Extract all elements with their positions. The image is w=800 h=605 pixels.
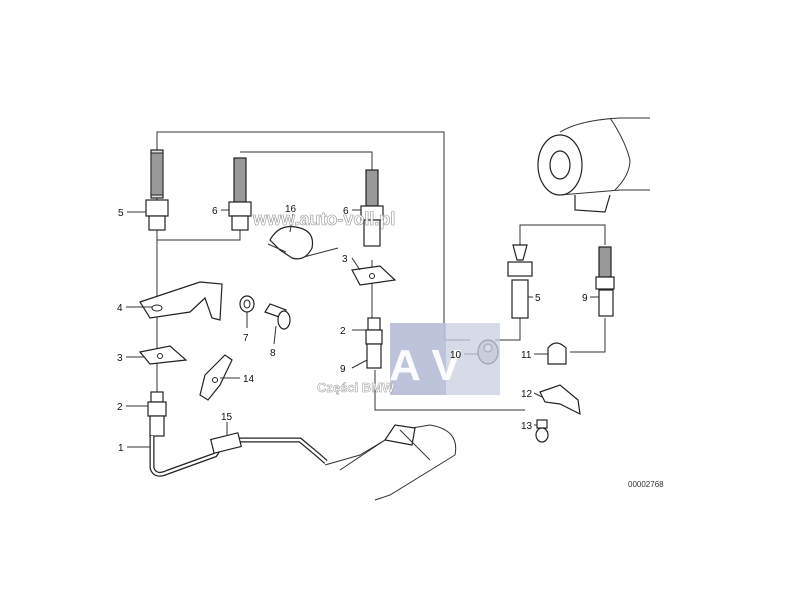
callout-labels: 5 6 6 16 3 4 7 8 3 14 2 1 15 2 9 5 9 10 … xyxy=(117,204,588,454)
sensor-part-5-right xyxy=(507,244,533,319)
nut-part-15 xyxy=(209,432,243,454)
callout-label: 15 xyxy=(221,412,233,423)
sensor-part-6-right xyxy=(360,169,384,247)
callout-label: 6 xyxy=(343,206,349,217)
watermark-url: www.auto-voll.pl xyxy=(252,209,395,229)
callout-label: 5 xyxy=(535,293,541,304)
callout-label: 16 xyxy=(285,204,297,215)
sensor-part-6-middle xyxy=(228,157,252,231)
callout-label: 10 xyxy=(450,350,462,361)
clamp-part-14 xyxy=(199,354,233,401)
callout-label: 9 xyxy=(340,364,346,375)
callout-label: 7 xyxy=(243,333,249,344)
bolt-part-8 xyxy=(264,303,291,330)
washer-part-7 xyxy=(239,295,255,313)
callout-label: 4 xyxy=(117,303,123,314)
clip-part-16 xyxy=(267,225,314,260)
bracket-part-3-lower xyxy=(138,345,188,365)
callout-label: 2 xyxy=(117,402,123,413)
callout-label: 13 xyxy=(521,421,533,432)
sensor-part-9-right xyxy=(595,246,615,317)
callout-label: 5 xyxy=(118,208,124,219)
bracket-part-4 xyxy=(139,281,223,321)
callout-label: 14 xyxy=(243,374,255,385)
watermark-logo-letters: A V xyxy=(389,341,461,390)
callout-label: 3 xyxy=(342,254,348,265)
cylinder-shape xyxy=(339,424,457,501)
clip-part-11 xyxy=(547,342,567,365)
reference-number: 00002768 xyxy=(628,480,664,489)
callout-label: 1 xyxy=(118,443,124,454)
watermark: A V www.auto-voll.pl Części BMW xyxy=(252,209,500,395)
callout-label: 12 xyxy=(521,389,533,400)
sleeve-part-9-center xyxy=(366,343,382,369)
callout-label: 6 xyxy=(212,206,218,217)
callout-label: 2 xyxy=(340,326,346,337)
leader-lines xyxy=(126,209,599,448)
bolt-part-13 xyxy=(535,419,549,443)
manifold-pipe-shape xyxy=(537,117,650,213)
callout-label: 3 xyxy=(117,353,123,364)
fitting-part-2-center xyxy=(365,317,383,345)
fitting-part-2-lower xyxy=(147,391,167,417)
callout-label: 11 xyxy=(521,350,532,361)
bracket-part-12 xyxy=(539,384,581,416)
watermark-caption: Części BMW xyxy=(317,380,395,395)
pipe-part-1 xyxy=(149,415,328,477)
bracket-part-3-upper xyxy=(351,265,397,286)
sensor-part-5-left xyxy=(145,149,169,231)
callout-label: 8 xyxy=(270,348,276,359)
callout-label: 9 xyxy=(582,293,588,304)
